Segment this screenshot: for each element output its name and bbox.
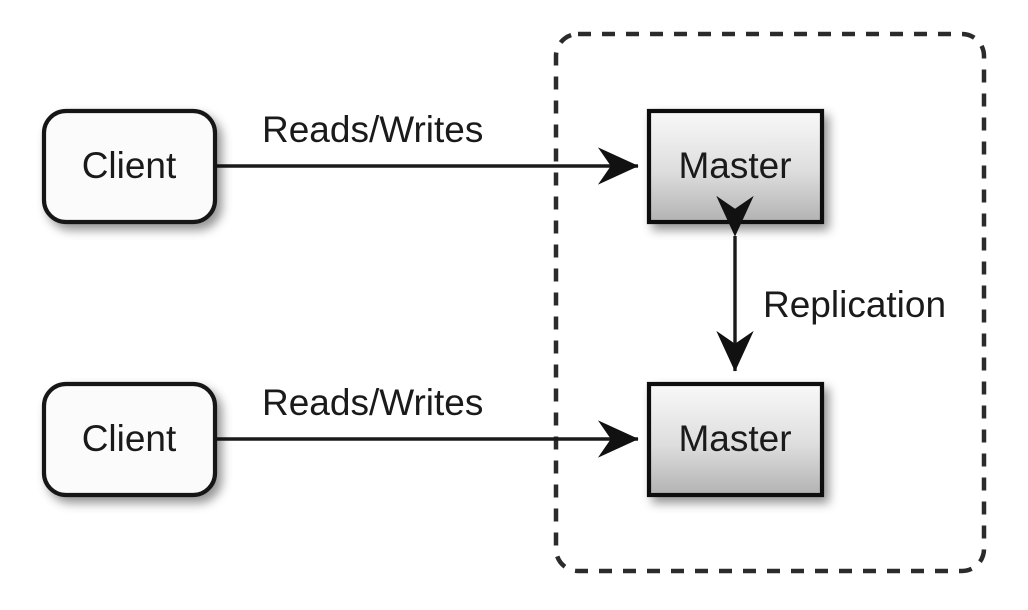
master-bottom-shape bbox=[646, 381, 825, 498]
client-bottom-label: Client bbox=[82, 418, 177, 459]
master-top-label: Master bbox=[678, 145, 791, 186]
master-bottom-label: Master bbox=[678, 418, 791, 459]
client-top-shape bbox=[41, 108, 218, 225]
node-master-bottom[interactable]: Master bbox=[646, 381, 825, 498]
edge-label-replication: Replication bbox=[763, 284, 946, 325]
node-client-top[interactable]: Client bbox=[41, 108, 218, 225]
client-bottom-shape bbox=[41, 381, 218, 498]
edge-label-reads-writes-top: Reads/Writes bbox=[262, 109, 483, 150]
client-top-label: Client bbox=[82, 145, 177, 186]
edge-label-reads-writes-bottom: Reads/Writes bbox=[262, 382, 483, 423]
node-master-top[interactable]: Master bbox=[646, 108, 825, 225]
node-client-bottom[interactable]: Client bbox=[41, 381, 218, 498]
replication-boundary bbox=[553, 31, 987, 574]
